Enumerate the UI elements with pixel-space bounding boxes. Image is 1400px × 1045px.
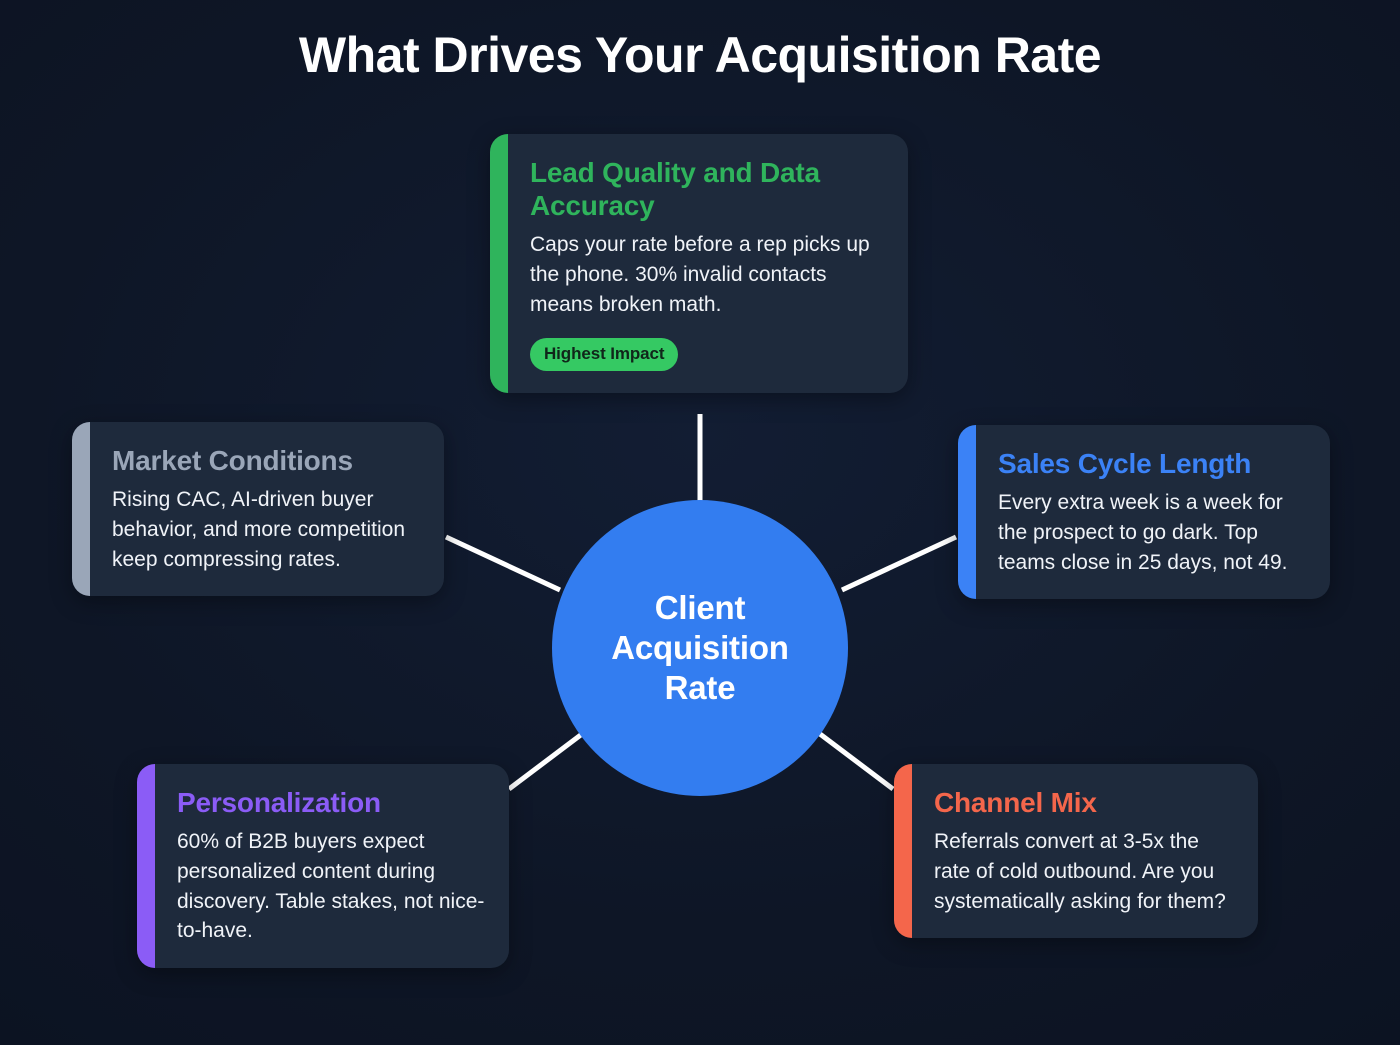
card-description-market-conditions: Rising CAC, AI-driven buyer behavior, an… [112,488,406,571]
accent-bar-channel-mix [894,764,912,939]
card-body-channel-mix: Channel Mix Referrals convert at 3-5x th… [912,764,1258,938]
accent-bar-personalization [137,764,155,969]
card-body-lead-quality: Lead Quality and Data Accuracy Caps your… [508,134,908,393]
card-description-lead-quality: Caps your rate before a rep picks up the… [530,233,870,316]
page-title: What Drives Your Acquisition Rate [298,27,1102,83]
card-body-sales-cycle-length: Sales Cycle Length Every extra week is a… [976,425,1330,599]
card-body-personalization: Personalization 60% of B2B buyers expect… [155,764,509,968]
card-sales-cycle-length[interactable]: Sales Cycle Length Every extra week is a… [958,425,1330,600]
card-market-conditions[interactable]: Market Conditions Rising CAC, AI-driven … [72,422,444,597]
status-badge-highest-impact: Highest Impact [530,337,679,371]
central-hub-label: Client Acquisition Rate [611,588,789,707]
card-body-market-conditions: Market Conditions Rising CAC, AI-driven … [90,422,444,596]
card-description-sales-cycle-length: Every extra week is a week for the prosp… [998,491,1288,574]
card-title-personalization: Personalization [177,787,381,818]
card-description-channel-mix: Referrals convert at 3-5x the rate of co… [934,830,1226,913]
card-description-personalization: 60% of B2B buyers expect personalized co… [177,830,485,943]
accent-bar-market-conditions [72,422,90,597]
card-title-channel-mix: Channel Mix [934,787,1097,818]
hub-to-channel-mix [818,732,895,791]
accent-bar-sales-cycle-length [958,425,976,600]
accent-bar-lead-quality [490,134,508,393]
card-lead-quality[interactable]: Lead Quality and Data Accuracy Caps your… [490,134,908,393]
card-channel-mix[interactable]: Channel Mix Referrals convert at 3-5x th… [894,764,1258,939]
hub-to-personalization [507,732,584,791]
central-hub-node[interactable]: Client Acquisition Rate [552,500,848,796]
card-title-lead-quality: Lead Quality and Data Accuracy [530,157,820,222]
card-title-sales-cycle-length: Sales Cycle Length [998,448,1252,479]
hub-to-sales-cycle [840,534,958,593]
hub-to-market [444,534,562,593]
card-title-market-conditions: Market Conditions [112,445,353,476]
card-personalization[interactable]: Personalization 60% of B2B buyers expect… [137,764,509,969]
